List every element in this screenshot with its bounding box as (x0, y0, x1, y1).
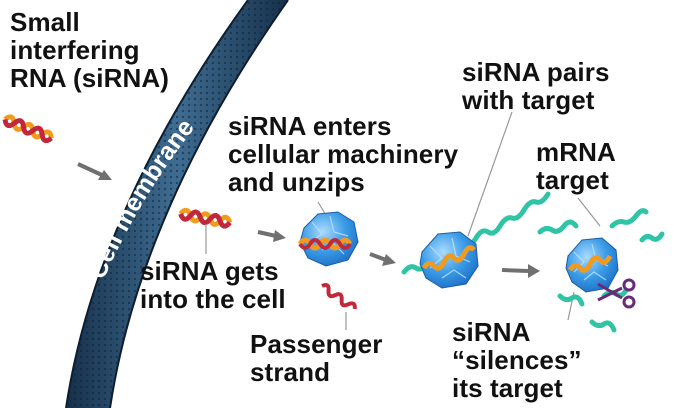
label-sirna-enters: siRNA enters cellular machinery and unzi… (228, 111, 459, 197)
rna-machinery-complex (297, 211, 359, 267)
arrow-icon (501, 264, 540, 278)
label-passenger-strand: Passenger strand (250, 329, 383, 387)
arrow-icon (77, 162, 112, 180)
label-sirna-pairs: siRNA pairs with target (462, 57, 610, 115)
arrow-icon (369, 252, 396, 266)
label-mrna-target: mRNA target (536, 137, 616, 195)
leader-line (577, 197, 601, 227)
leader-line (467, 111, 513, 237)
label-sirna-silences: siRNA “silences” its target (452, 317, 582, 403)
label-small-interfering-rna: Small interfering RNA (siRNA) (10, 7, 170, 93)
sirna-target-complex (419, 231, 479, 289)
arrow-icon (257, 230, 286, 242)
sirna-duplex-inside (178, 207, 233, 229)
passenger-strand (321, 282, 357, 310)
sirna-duplex-outside (2, 114, 54, 144)
label-sirna-gets-in: siRNA gets into the cell (140, 256, 286, 314)
mrna-fragments (537, 208, 665, 333)
silenced-target-complex (565, 237, 619, 293)
scissors-icon (597, 278, 636, 309)
